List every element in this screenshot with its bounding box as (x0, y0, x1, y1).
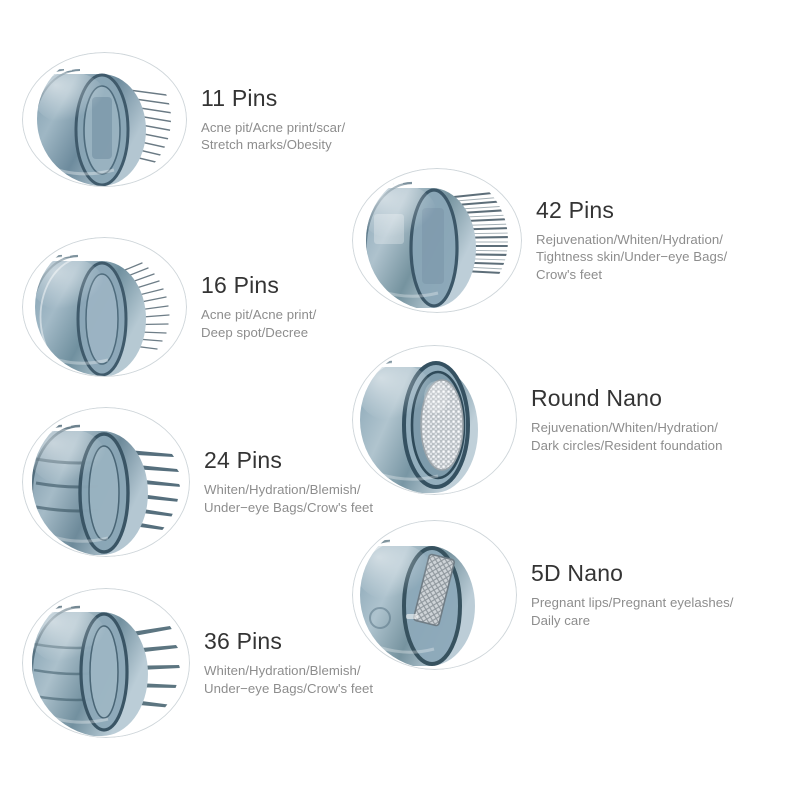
product-item-42-pins: 42 Pins Rejuvenation/Whiten/Hydration/ T… (352, 168, 792, 313)
cartridge-round-nano-photo (352, 345, 517, 495)
product-caption-round-nano: Round Nano Rejuvenation/Whiten/Hydration… (517, 386, 792, 454)
product-item-16-pins: 16 Pins Acne pit/Acne print/ Deep spot/D… (22, 237, 392, 377)
cartridge-round-nano-illustration (360, 346, 508, 494)
product-title: 11 Pins (201, 84, 278, 111)
product-description: Acne pit/Acne print/scar/ Stretch marks/… (201, 119, 346, 153)
product-item-round-nano: Round Nano Rejuvenation/Whiten/Hydration… (352, 345, 792, 495)
cartridge-16-pins-illustration (35, 238, 173, 376)
cartridge-16-pins-photo (22, 237, 187, 377)
product-description: Whiten/Hydration/Blemish/ Under−eye Bags… (204, 663, 374, 696)
cartridge-42-pins-photo (352, 168, 522, 313)
product-description: Acne pit/Acne print/ Deep spot/Decree (201, 307, 317, 340)
product-item-5d-nano: 5D Nano Pregnant lips/Pregnant eyelashes… (352, 520, 792, 670)
product-item-24-pins: 24 Pins Whiten/Hydration/Blemish/ Under−… (22, 407, 412, 557)
product-title: 36 Pins (204, 628, 283, 654)
product-item-11-pins: 11 Pins Acne pit/Acne print/scar/ Stretc… (22, 52, 392, 187)
product-caption-36-pins: 36 Pins Whiten/Hydration/Blemish/ Under−… (190, 629, 412, 697)
cartridge-5d-nano-photo (352, 520, 517, 670)
product-caption-16-pins: 16 Pins Acne pit/Acne print/ Deep spot/D… (187, 273, 392, 341)
product-description: Rejuvenation/Whiten/Hydration/ Tightness… (536, 231, 728, 282)
product-item-36-pins: 36 Pins Whiten/Hydration/Blemish/ Under−… (22, 588, 412, 738)
product-title: 42 Pins (536, 196, 615, 223)
cartridge-5d-nano-illustration (360, 521, 508, 669)
product-caption-42-pins: 42 Pins Rejuvenation/Whiten/Hydration/ T… (522, 198, 792, 283)
product-description: Rejuvenation/Whiten/Hydration/ Dark circ… (531, 420, 723, 453)
cartridge-36-pins-photo (22, 588, 190, 738)
product-title: 5D Nano (531, 560, 624, 586)
cartridge-42-pins-illustration (366, 169, 508, 311)
cartridge-11-pins-photo (22, 52, 187, 187)
product-caption-5d-nano: 5D Nano Pregnant lips/Pregnant eyelashes… (517, 561, 792, 629)
product-description: Pregnant lips/Pregnant eyelashes/ Daily … (531, 595, 734, 628)
product-description: Whiten/Hydration/Blemish/ Under−eye Bags… (204, 482, 374, 515)
cartridge-36-pins-illustration (32, 589, 180, 737)
product-title: 16 Pins (201, 272, 280, 298)
product-title: Round Nano (531, 385, 663, 411)
cartridge-24-pins-illustration (32, 408, 180, 556)
product-caption-24-pins: 24 Pins Whiten/Hydration/Blemish/ Under−… (190, 448, 412, 516)
product-caption-11-pins: 11 Pins Acne pit/Acne print/scar/ Stretc… (187, 84, 392, 154)
product-title: 24 Pins (204, 447, 283, 473)
cartridge-24-pins-photo (22, 407, 190, 557)
cartridge-11-pins-illustration (37, 52, 171, 186)
